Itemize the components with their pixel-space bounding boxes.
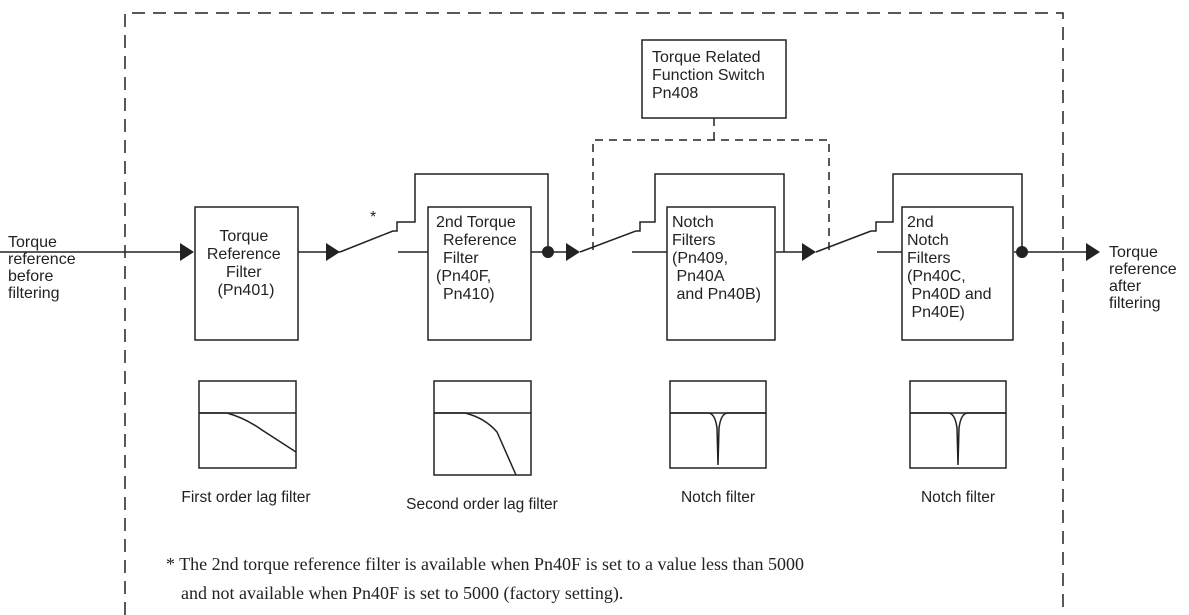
switch-blade <box>339 230 394 253</box>
second-notch-filters-label: 2nd Notch Filters (Pn40C, Pn40D and Pn40… <box>0 0 1014 321</box>
torque-reference-filter-box <box>194 206 299 341</box>
bypass-line <box>393 173 549 252</box>
output-label: Torque reference after filtering <box>1109 244 1181 312</box>
arrowhead <box>180 243 194 261</box>
bypass-line <box>871 173 1023 252</box>
junction-dots <box>542 246 1028 258</box>
notch-filters-box <box>666 206 776 341</box>
bypass-switches <box>339 173 1023 253</box>
caption-notch-filter: Notch filter <box>681 489 755 506</box>
arrowhead <box>566 243 580 261</box>
arrowhead <box>802 243 816 261</box>
switch-blade <box>815 230 872 253</box>
second-torque-reference-filter-box <box>427 206 532 341</box>
notch-curve-icon <box>669 380 767 469</box>
caption-first-order-lag-filter: First order lag filter <box>181 489 310 506</box>
second-torque-reference-filter-label: 2nd Torque Reference Filter (Pn40F, Pn41… <box>436 214 521 303</box>
arrowhead <box>326 243 340 261</box>
torque-reference-filter-label: Torque Reference Filter (Pn401) <box>207 228 285 299</box>
signal-arrowheads <box>180 243 1100 261</box>
bypass-line <box>636 173 785 252</box>
second-notch-filters-box <box>901 206 1014 341</box>
input-label: Torque reference before filtering <box>8 234 80 302</box>
footnote: * The 2nd torque reference filter is ava… <box>166 554 809 604</box>
switch-box-label: Torque Related Function Switch Pn408 <box>652 49 769 102</box>
outer-dashed-frame <box>124 12 1064 615</box>
control-dashed-line <box>592 118 830 250</box>
junction-dot <box>1016 246 1028 258</box>
junction-dot <box>542 246 554 258</box>
switch-blade <box>579 230 637 253</box>
first-order-lag-curve-icon <box>198 380 297 469</box>
caption-notch-filter-2: Notch filter <box>921 489 995 506</box>
arrowhead <box>1086 243 1100 261</box>
notch-curve-icon-2 <box>909 380 1007 469</box>
second-order-lag-curve-icon <box>433 380 532 476</box>
torque-related-function-switch-box <box>641 39 787 119</box>
asterisk-mark: * <box>370 209 376 226</box>
caption-second-order-lag-filter: Second order lag filter <box>406 496 558 513</box>
notch-filters-label: Notch Filters (Pn409, Pn40A and Pn40B) <box>0 0 774 303</box>
